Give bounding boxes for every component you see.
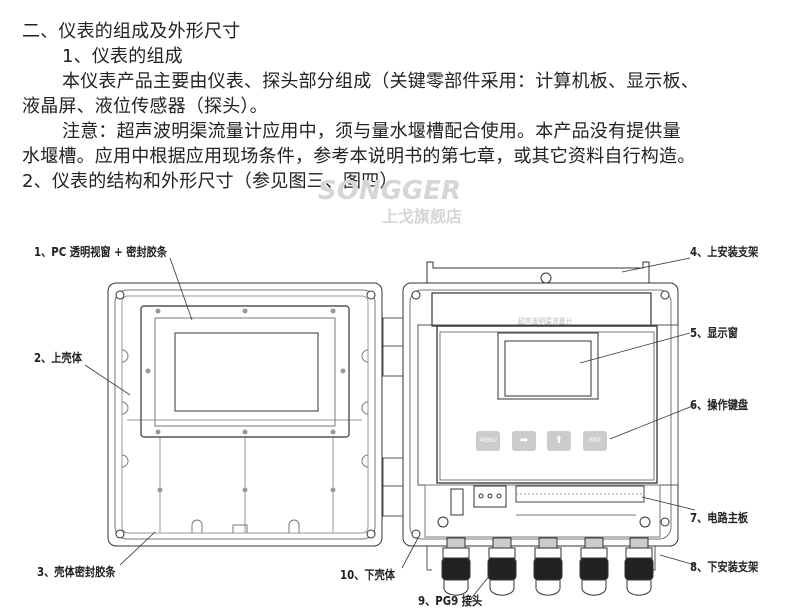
up-arrow-key: ⬆ bbox=[547, 431, 571, 451]
display-window bbox=[497, 332, 599, 400]
right-arrow-key: ➡ bbox=[512, 431, 536, 451]
watermark-shop: 上戈旗舰店 bbox=[382, 207, 463, 226]
paragraph-line: 液晶屏、液位传感器（探头）。 bbox=[22, 96, 268, 117]
subheading-composition: 1、仪表的组成 bbox=[62, 46, 183, 67]
circuit-board bbox=[424, 484, 661, 538]
pg9-glands bbox=[441, 537, 654, 596]
label-pg9-gland: 9、PG9 接头 bbox=[418, 594, 483, 608]
enter-key: ENT bbox=[583, 431, 607, 451]
label-lower-shell: 10、下壳体 bbox=[340, 568, 395, 582]
paragraph-line: 本仪表产品主要由仪表、探头部分组成（关键零部件采用：计算机板、显示板、 bbox=[62, 71, 699, 92]
panel-title: 超声波明渠流量计 bbox=[518, 317, 573, 326]
display-panel bbox=[417, 292, 679, 486]
note-line: 注意：超声波明渠流量计应用中，须与量水堰槽配合使用。本产品没有提供量 bbox=[62, 121, 681, 142]
upper-shell bbox=[107, 282, 383, 547]
pc-window bbox=[140, 305, 350, 493]
leader-lines bbox=[84, 257, 696, 601]
label-upper-bracket: 4、上安装支架 bbox=[690, 245, 759, 259]
label-display-window: 5、显示窗 bbox=[690, 326, 738, 340]
section-heading: 二、仪表的组成及外形尺寸 bbox=[22, 21, 241, 42]
label-pc-window: 1、PC 透明视窗 + 密封胶条 bbox=[34, 245, 168, 259]
note-line: 水堰槽。应用中根据应用现场条件，参考本说明书的第七章，或其它资料自行构造。 bbox=[22, 146, 696, 167]
hinge bbox=[382, 317, 404, 517]
upper-mounting-bracket bbox=[426, 261, 650, 284]
menu-key: MENU bbox=[476, 431, 500, 451]
watermark-brand: SONGGER bbox=[318, 176, 462, 206]
label-lower-bracket: 8、下安装支架 bbox=[690, 560, 759, 574]
label-keypad: 6、操作键盘 bbox=[690, 398, 749, 412]
label-circuit-board: 7、电路主板 bbox=[690, 511, 749, 525]
subheading-structure: 2、仪表的结构和外形尺寸（参见图三、图四） bbox=[22, 171, 398, 192]
label-shell-seal: 3、壳体密封胶条 bbox=[37, 565, 116, 579]
label-upper-shell: 2、上壳体 bbox=[34, 351, 82, 365]
